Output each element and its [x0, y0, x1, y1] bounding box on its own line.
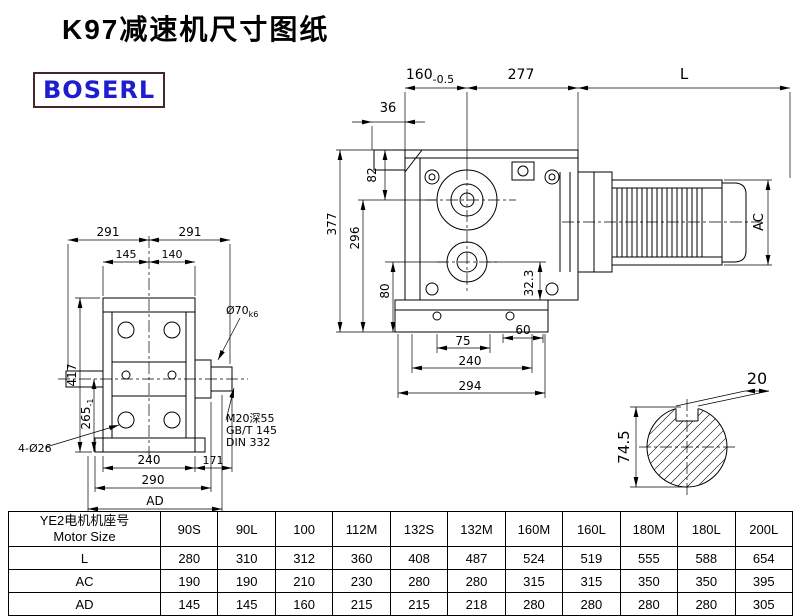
page-title: K97减速机尺寸图纸	[62, 14, 330, 45]
col-header: 112M	[332, 511, 391, 547]
col-header: 100	[274, 511, 334, 547]
bolt-holes-label: 4-Ø26	[18, 442, 52, 455]
col-header: 200L	[734, 511, 794, 547]
table-cell: 280	[447, 569, 506, 593]
header-en: Motor Size	[53, 529, 116, 544]
table-cell: 519	[562, 546, 621, 570]
dim-60-label: 60	[515, 323, 530, 337]
table-cell: 312	[274, 546, 334, 570]
dim-32-3-label: 32.3	[522, 270, 536, 297]
table-cell: 395	[734, 569, 794, 593]
dim-80-label: 80	[378, 283, 392, 298]
table-cell: 190	[217, 569, 276, 593]
table-cell: 218	[447, 592, 506, 616]
dim-290-label: 290	[142, 473, 165, 487]
table-row-L: L 280 310 312 360 408 487 524 519 555 58…	[8, 546, 794, 570]
motor-cooling-fins	[616, 188, 703, 257]
dim-L-label: L	[680, 65, 689, 83]
dim-AC-label: AC	[752, 213, 767, 231]
keyway-cutout	[675, 404, 699, 421]
table-cell: 190	[159, 569, 219, 593]
table-cell: 315	[504, 569, 564, 593]
table-cell: 310	[217, 546, 276, 570]
table-cell: 408	[389, 546, 449, 570]
row-label: L	[8, 546, 161, 570]
dim-291-right-label: 291	[179, 225, 202, 239]
thread-note-line1: M20深55	[226, 412, 275, 425]
dim-AD-label: AD	[146, 494, 163, 508]
col-header: 160M	[504, 511, 564, 547]
brand-logo: BOSERL	[33, 72, 166, 108]
col-header: 132S	[389, 511, 449, 547]
shaft-diameter-label: Ø70k6	[226, 304, 258, 319]
dimension-lines	[45, 85, 790, 512]
table-cell: 280	[619, 592, 679, 616]
thread-note-line3: DIN 332	[226, 436, 270, 449]
table-cell: 145	[217, 592, 276, 616]
col-header: 160L	[562, 511, 621, 547]
dim-296-label: 296	[348, 227, 362, 250]
col-header: 90S	[159, 511, 219, 547]
table-cell: 160	[274, 592, 334, 616]
table-cell: 654	[734, 546, 794, 570]
dim-240-label: 240	[459, 354, 482, 368]
thread-note-line2: GB/T 145	[226, 424, 277, 437]
table-cell: 555	[619, 546, 679, 570]
motor-fan-cover	[722, 182, 747, 263]
dim-240-side-label: 240	[138, 453, 161, 467]
table-header-row: YE2电机机座号 Motor Size 90S 90L 100 112M 132…	[8, 511, 794, 547]
table-row-AD: AD 145 145 160 215 215 218 280 280 280 2…	[8, 592, 794, 616]
dim-417-label: 417	[65, 364, 79, 387]
table-cell: 280	[562, 592, 621, 616]
table-cell: 280	[677, 592, 736, 616]
table-cell: 230	[332, 569, 391, 593]
dim-160-label: 160-0.5	[406, 67, 454, 86]
front-view-outline	[373, 149, 579, 333]
dim-140-label: 140	[162, 248, 183, 261]
table-cell: 145	[159, 592, 219, 616]
dim-277-label: 277	[508, 67, 535, 83]
table-cell: 350	[619, 569, 679, 593]
table-cell: 280	[389, 569, 449, 593]
table-cell: 524	[504, 546, 564, 570]
col-header: 180M	[619, 511, 679, 547]
dim-171-label: 171	[203, 454, 224, 467]
table-cell: 280	[159, 546, 219, 570]
col-header: 132M	[447, 511, 506, 547]
row-label: AC	[8, 569, 161, 593]
dim-36-label: 36	[380, 101, 397, 116]
dim-145-label: 145	[116, 248, 137, 261]
dim-key-width-label: 20	[747, 369, 767, 388]
col-header: 90L	[217, 511, 276, 547]
table-cell: 350	[677, 569, 736, 593]
centerlines	[58, 168, 762, 495]
table-cell: 215	[332, 592, 391, 616]
header-cn: YE2电机机座号	[39, 513, 130, 528]
table-cell: 215	[389, 592, 449, 616]
dim-key-height-label: 74.5	[615, 430, 633, 463]
table-header-motor-size: YE2电机机座号 Motor Size	[8, 511, 161, 547]
dim-265-label: 265-1	[79, 399, 95, 430]
dim-294-label: 294	[459, 379, 482, 393]
dim-377-label: 377	[325, 213, 339, 236]
brand-logo-text: BOSERL	[43, 76, 156, 104]
table-cell: 280	[504, 592, 564, 616]
table-cell: 315	[562, 569, 621, 593]
table-cell: 360	[332, 546, 391, 570]
motor-size-table: YE2电机机座号 Motor Size 90S 90L 100 112M 132…	[8, 511, 794, 616]
table-cell: 305	[734, 592, 794, 616]
table-row-AC: AC 190 190 210 230 280 280 315 315 350 3…	[8, 569, 794, 593]
table-cell: 588	[677, 546, 736, 570]
row-label: AD	[8, 592, 161, 616]
dim-291-left-label: 291	[97, 225, 120, 239]
dim-82-label: 82	[365, 167, 379, 182]
extension-lines	[67, 92, 791, 513]
table-cell: 487	[447, 546, 506, 570]
dim-75-label: 75	[455, 334, 470, 348]
col-header: 180L	[677, 511, 736, 547]
table-cell: 210	[274, 569, 334, 593]
